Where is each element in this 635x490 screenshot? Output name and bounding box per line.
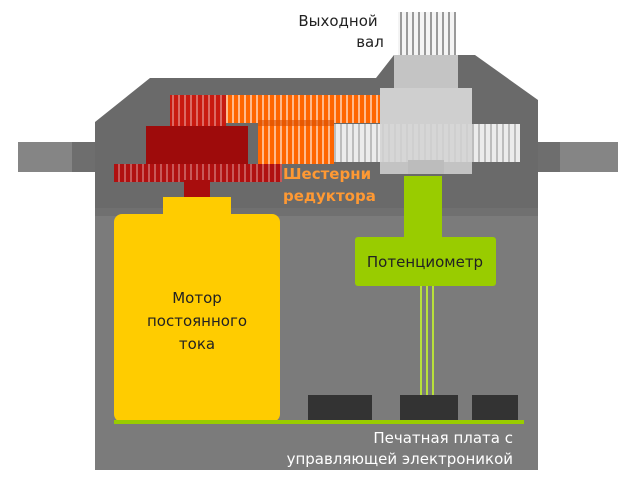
motor-label-line1: Мотор	[172, 289, 222, 307]
gears-label-line2: редуктора	[283, 187, 376, 205]
potentiometer-shaft	[404, 176, 442, 238]
potentiometer-lead-3	[432, 286, 434, 420]
output-gear	[334, 124, 520, 174]
output-shaft-label-line1: Выходной	[298, 12, 377, 30]
pcb-label-line2: управляющей электроникой	[287, 450, 513, 468]
potentiometer-lead-1	[420, 286, 422, 420]
output-shaft-collar	[380, 88, 472, 126]
potentiometer-link	[355, 176, 496, 420]
red-gear-top	[170, 95, 226, 127]
motor-label-line2: постоянного	[147, 312, 247, 330]
output-shaft-spline	[398, 12, 456, 56]
orange-gear-shade	[258, 120, 334, 126]
motor-pinion	[184, 180, 210, 200]
pcb-chip-3	[472, 395, 518, 422]
potentiometer-lead-2	[426, 286, 428, 420]
output-shaft-label-line2: вал	[356, 33, 384, 51]
red-gear-middle	[146, 126, 248, 166]
pcb-board	[114, 420, 524, 424]
orange-gear-top	[226, 95, 380, 123]
left-mount-tab-inner	[72, 142, 98, 172]
pcb	[114, 395, 524, 424]
output-shaft-stem	[408, 160, 444, 174]
motor-body	[114, 214, 280, 422]
pcb-label-line1: Печатная плата с	[373, 429, 513, 447]
pcb-chip-1	[308, 395, 372, 422]
motor-shaft	[163, 197, 231, 217]
potentiometer-label: Потенциометр	[367, 253, 483, 271]
dc-motor	[114, 197, 280, 422]
pcb-chip-2	[400, 395, 458, 422]
right-mount-tab-inner	[538, 142, 560, 172]
gears-label-line1: Шестерни	[283, 165, 371, 183]
potentiometer-body	[355, 237, 496, 286]
motor-gears	[114, 95, 282, 200]
output-shaft	[380, 12, 472, 126]
motor-label-line3: тока	[179, 335, 215, 353]
mounting-tabs	[18, 142, 618, 172]
housing-band	[95, 208, 538, 216]
intermediate-gear	[226, 95, 380, 164]
orange-gear-bottom	[258, 120, 334, 164]
red-gear-wide	[114, 164, 282, 182]
output-shaft-body	[394, 55, 458, 90]
diagram-labels: Выходной вал Шестерни редуктора Потенцио…	[147, 12, 513, 468]
